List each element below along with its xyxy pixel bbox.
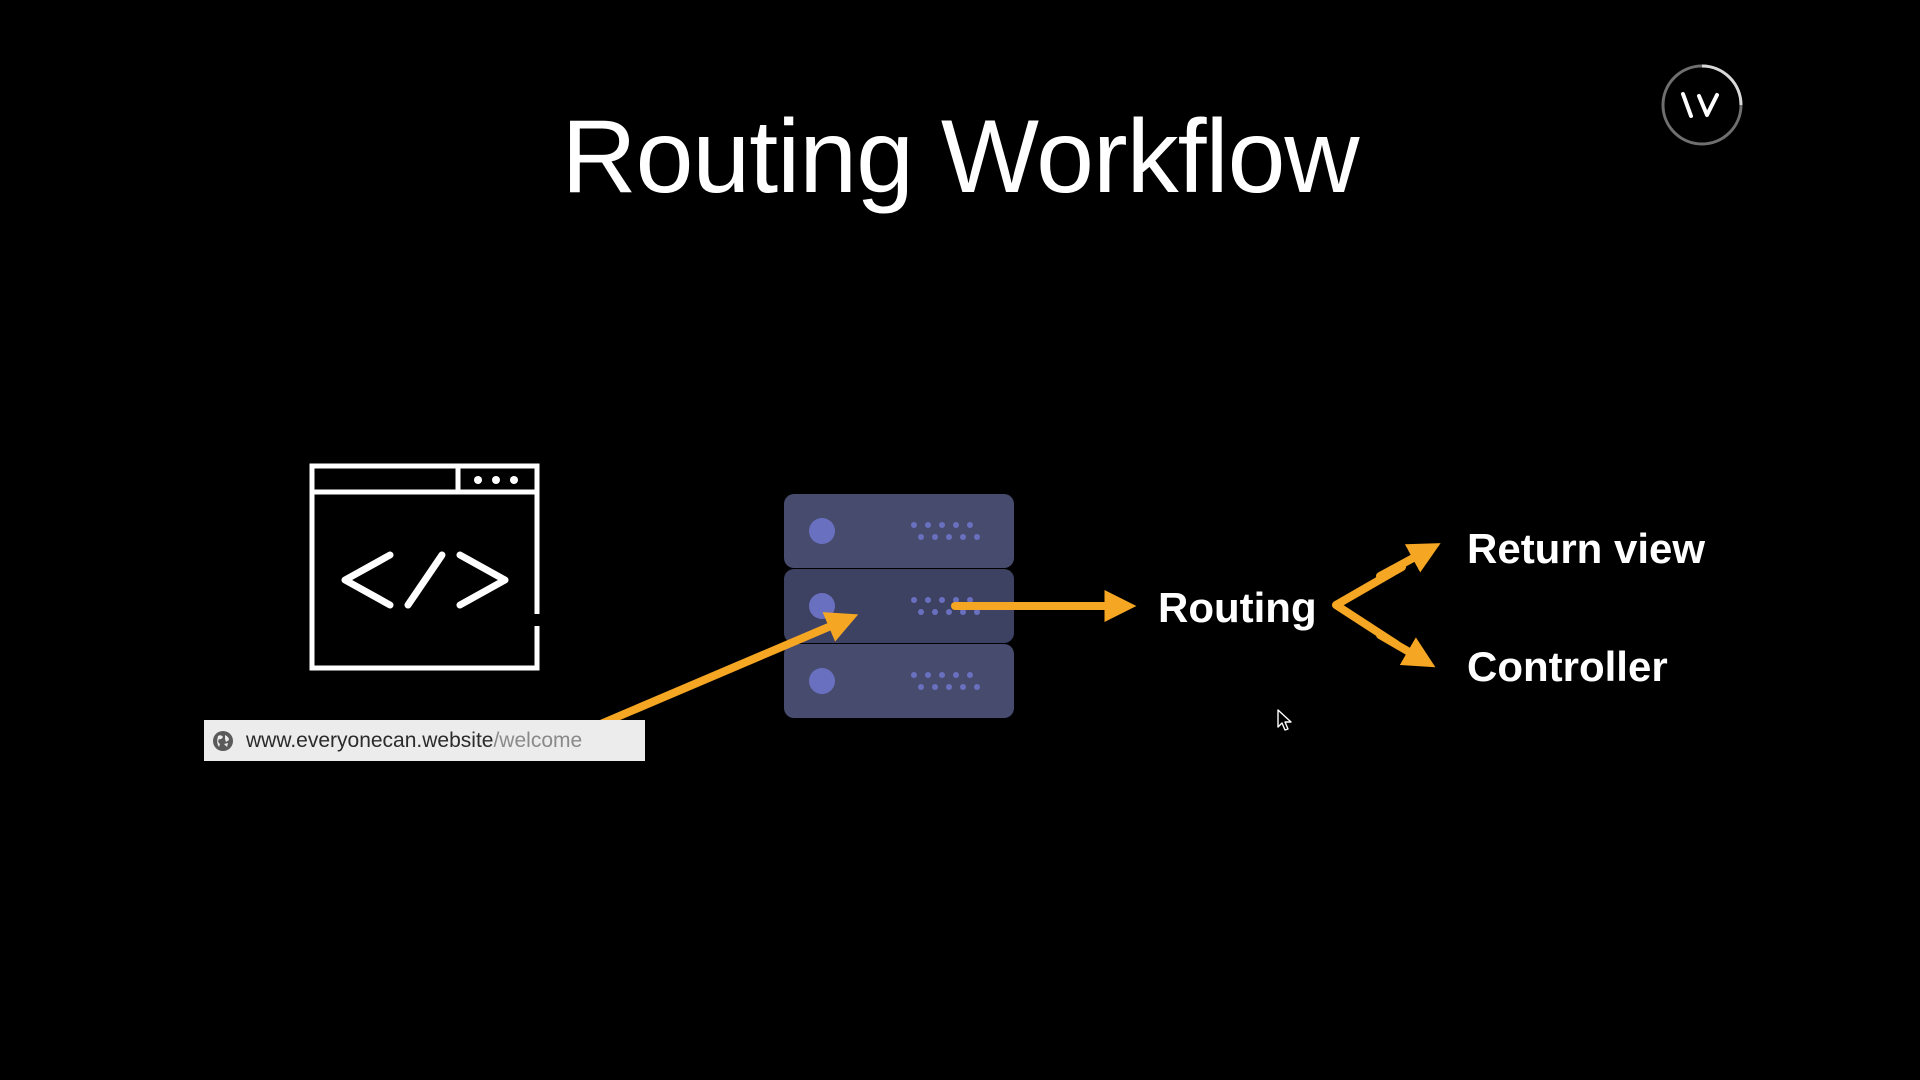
server-vent-dot <box>911 522 917 528</box>
branch-connector <box>1332 563 1406 648</box>
server-unit <box>784 644 1014 718</box>
server-vent-dot <box>967 522 973 528</box>
server-vent-dot <box>974 684 980 690</box>
server-vent-dot <box>960 684 966 690</box>
server-vent-dot <box>911 672 917 678</box>
server-led <box>809 593 835 619</box>
globe-icon <box>213 730 233 751</box>
server-vent-dot <box>918 534 924 540</box>
server-vent-dot <box>946 684 952 690</box>
server-vent-dot <box>946 534 952 540</box>
server-led <box>809 518 835 544</box>
server-vent-dot <box>932 534 938 540</box>
return-view-arrow <box>1376 543 1441 580</box>
server-vent-dot <box>932 684 938 690</box>
server-vent-dot <box>960 534 966 540</box>
address-bar[interactable]: www.everyonecan.website/welcome <box>204 720 645 761</box>
server-vent-dot <box>925 522 931 528</box>
server-vent-dot <box>953 597 959 603</box>
server-vent-dot <box>918 684 924 690</box>
server-vent-dot <box>974 609 980 615</box>
brand-logo-icon <box>1661 64 1743 146</box>
url-domain: www.everyonecan.website <box>246 728 494 752</box>
server-vent-dot <box>939 597 945 603</box>
server-vent-dot <box>932 609 938 615</box>
server-vent-dot <box>974 534 980 540</box>
server-vent-dot <box>967 597 973 603</box>
server-vent-dot <box>925 672 931 678</box>
server-vent-dot <box>939 672 945 678</box>
server-vent-dot <box>960 609 966 615</box>
routing-label: Routing <box>1158 584 1317 631</box>
server-vent-dot <box>967 672 973 678</box>
server-vent-dot <box>925 597 931 603</box>
server-vent-dot <box>946 609 952 615</box>
controller-label: Controller <box>1467 643 1668 690</box>
server-vent-dot <box>953 522 959 528</box>
mouse-pointer-icon <box>1277 709 1292 731</box>
server-unit <box>784 494 1014 568</box>
server-vent-dot <box>918 609 924 615</box>
url-path: /welcome <box>493 728 583 752</box>
server-vent-dot <box>911 597 917 603</box>
server-led <box>809 668 835 694</box>
code-window-icon <box>309 463 540 671</box>
server-vent-dot <box>939 522 945 528</box>
controller-arrow <box>1376 631 1436 668</box>
slide-title: Routing Workflow <box>561 99 1359 215</box>
server-vent-dot <box>953 672 959 678</box>
return-view-label: Return view <box>1467 525 1706 572</box>
